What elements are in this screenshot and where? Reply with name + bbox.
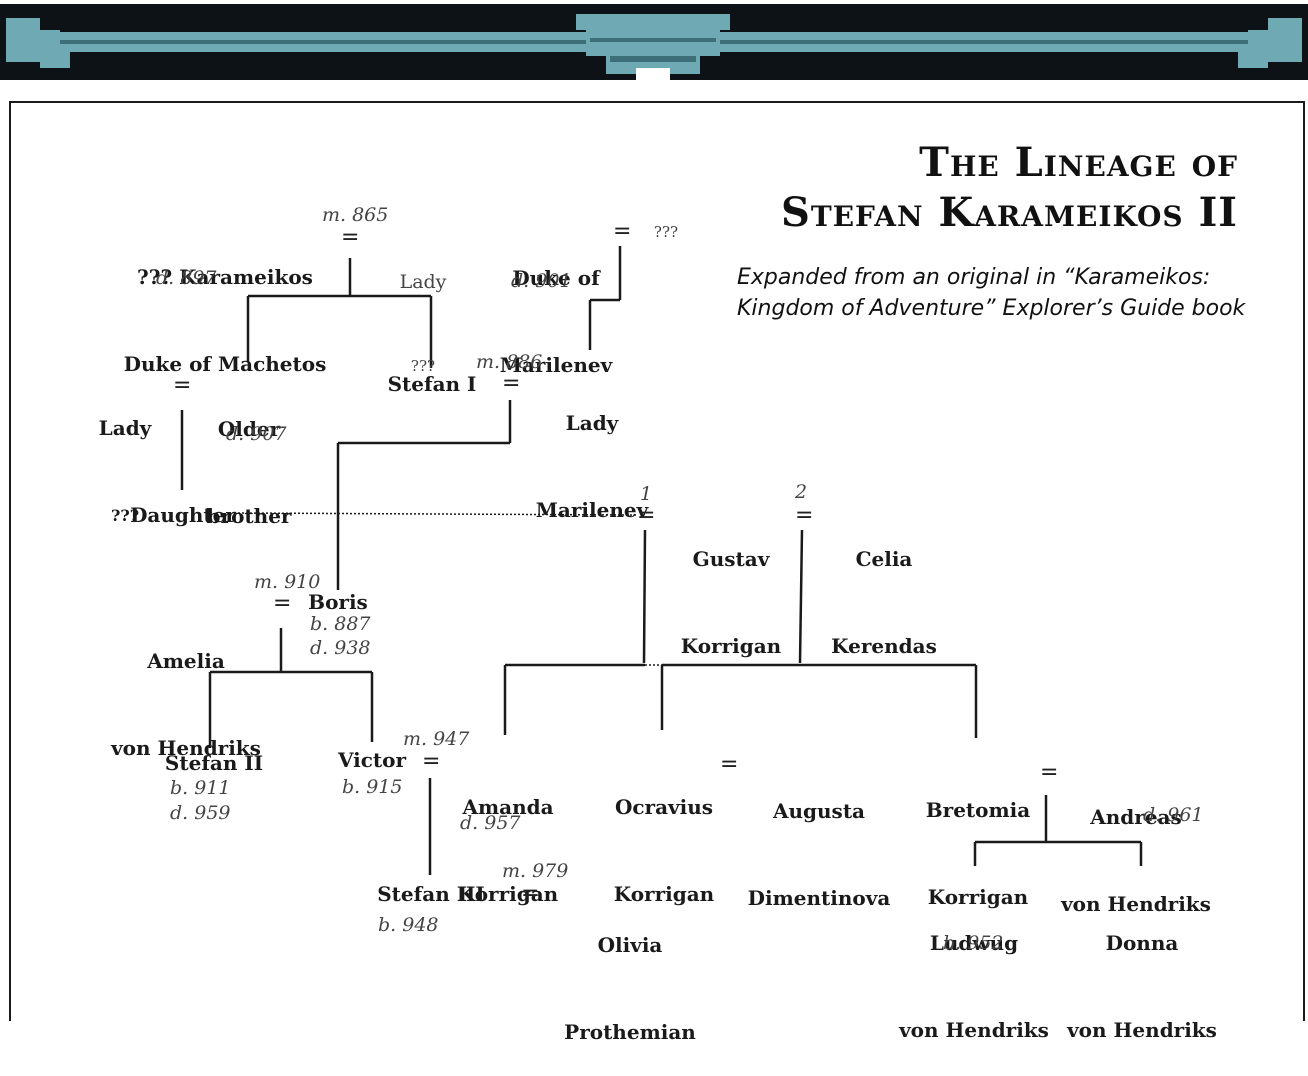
person-stefan-i: Stefan I [387,372,477,396]
person-line-1: Andreas [1090,805,1182,829]
marriage-symbol: = [613,219,632,244]
title-line-2: Stefan Karameikos II [780,189,1238,236]
person-ludwug-von-hendriks: Ludwug von Hendriks [898,871,1050,1074]
person-line-2: Korrigan [680,634,782,658]
person-stefan-ii: Stefan II [164,751,264,775]
birth-year: b. 952 [943,932,1004,954]
person-line-1: Lady [565,411,619,435]
person-line-2: von Hendriks [1061,892,1211,916]
person-line-2: Prothemian [564,1020,696,1044]
person-line-2: von Hendriks [111,736,261,760]
person-stefan-iii: Stefan III [377,882,485,906]
person-line-1: Amelia [147,649,225,673]
person-line-2: ??? [410,357,436,375]
person-victor: Victor [337,748,407,772]
person-line-1: Lady [399,271,447,293]
person-line-1: Gustav [692,547,770,571]
decorative-banner [0,0,1308,82]
death-year: d. 901 [511,270,572,292]
diagram-title: The Lineage of Stefan Karameikos II [781,138,1238,238]
subtitle-line-2: Kingdom of Adventure” Explorer’s Guide b… [737,296,1246,321]
person-line-1: Ocravius [614,795,714,819]
death-year: d. 961 [1143,804,1204,826]
marriage-symbol: = [502,371,521,396]
death-year: d. 957 [460,812,521,834]
marriage-symbol: = [720,752,739,777]
person-daughter: Daughter [130,503,236,527]
person-lady-marilenev: Lady Marilenev [532,351,652,554]
person-amelia-von-hendriks: Amelia von Hendriks [108,589,264,792]
person-line-1: Donna [1105,931,1179,955]
marriage-year: m. 910 [254,571,321,593]
person-line-1: Olivia [597,933,663,957]
person-boris: Boris [308,590,368,614]
person-line-2: Korrigan [457,882,559,906]
marriage-year: m. 865 [322,204,389,226]
diagram-frame [9,101,1305,1021]
person-line-1: Bretomia [925,798,1031,822]
birth-year: b. 911 [170,777,231,799]
marriage-year: m. 886 [476,351,543,373]
marriage-symbol: = [422,749,441,774]
person-line-1: Duke of [512,266,600,290]
family-tree-lines [180,246,1143,875]
marriage-symbol: = [795,503,814,528]
person-line-2: Korrigan [613,882,715,906]
person-line-2: Duke of Machetos [123,352,327,376]
diagram-subtitle: Expanded from an original in “Karameikos… [737,262,1297,324]
person-line-2: Marilenev [499,353,613,377]
person-line-1: Ludwug [929,931,1019,955]
marriage-symbol: = [273,591,292,616]
marriage-order: 1 [640,483,653,505]
marriage-symbol: = [521,881,540,906]
person-celia-kerendas: Celia Kerendas [828,487,940,690]
person-donna-von-hendriks: Donna von Hendriks [1066,871,1218,1074]
person-andreas-von-hendriks: Andreas von Hendriks [1060,745,1212,948]
marriage-order: 2 [795,481,808,503]
person-line-1: Lady [98,416,152,440]
person-line-1: Augusta [772,799,866,823]
person-lady-unknown-2: Lady ??? [90,356,160,559]
marriage-symbol: = [341,225,360,250]
person-line-2: Marilenev [535,498,649,522]
person-ocravius-korrigan: Ocravius Korrigan [608,735,720,938]
death-year: d. 938 [310,637,371,659]
marriage-symbol: = [173,373,192,398]
person-line-2: von Hendriks [1067,1018,1217,1042]
person-duke-marilenev: Duke of Marilenev [495,206,617,409]
person-lady-unknown-1: Lady ??? [388,212,458,408]
person-line-2: brother [206,504,292,528]
birth-year: b. 887 [310,613,371,635]
death-year: d. 959 [170,802,231,824]
person-karameikos-duke: ??? Karameikos Duke of Machetos [120,205,330,408]
marriage-year: m. 979 [502,860,569,882]
person-amanda-korrigan: Amanda Korrigan [456,735,560,938]
death-year: d. 897 [156,267,217,289]
person-line-2: Kerendas [831,634,937,658]
person-line-1: Older [217,417,281,441]
person-olivia-prothemian: Olivia Prothemian [562,873,698,1076]
subtitle-line-1: Expanded from an original in “Karameikos… [737,265,1211,290]
person-unknown-wife: ??? [653,223,679,241]
birth-year: b. 915 [342,776,403,798]
marriage-symbol: = [1040,760,1059,785]
person-line-2: Korrigan [927,885,1029,909]
person-line-2: von Hendriks [899,1018,1049,1042]
person-line-2: ??? [110,506,140,525]
marriage-year: m. 947 [403,728,470,750]
death-year: d. 907 [226,423,287,445]
birth-year: b. 948 [378,914,439,936]
person-older-brother: Older brother [200,357,298,560]
person-augusta-dimentinova: Augusta Dimentinova [744,739,894,942]
person-line-1: Amanda [462,795,554,819]
title-line-1: The Lineage of [919,139,1238,186]
person-gustav-korrigan: Gustav Korrigan [676,487,786,690]
marriage-symbol: = [637,503,656,528]
person-line-1: ??? Karameikos [137,265,313,289]
person-line-2: Dimentinova [747,886,891,910]
person-bretomia-korrigan: Bretomia Korrigan [920,738,1036,941]
person-line-1: Celia [855,547,913,571]
